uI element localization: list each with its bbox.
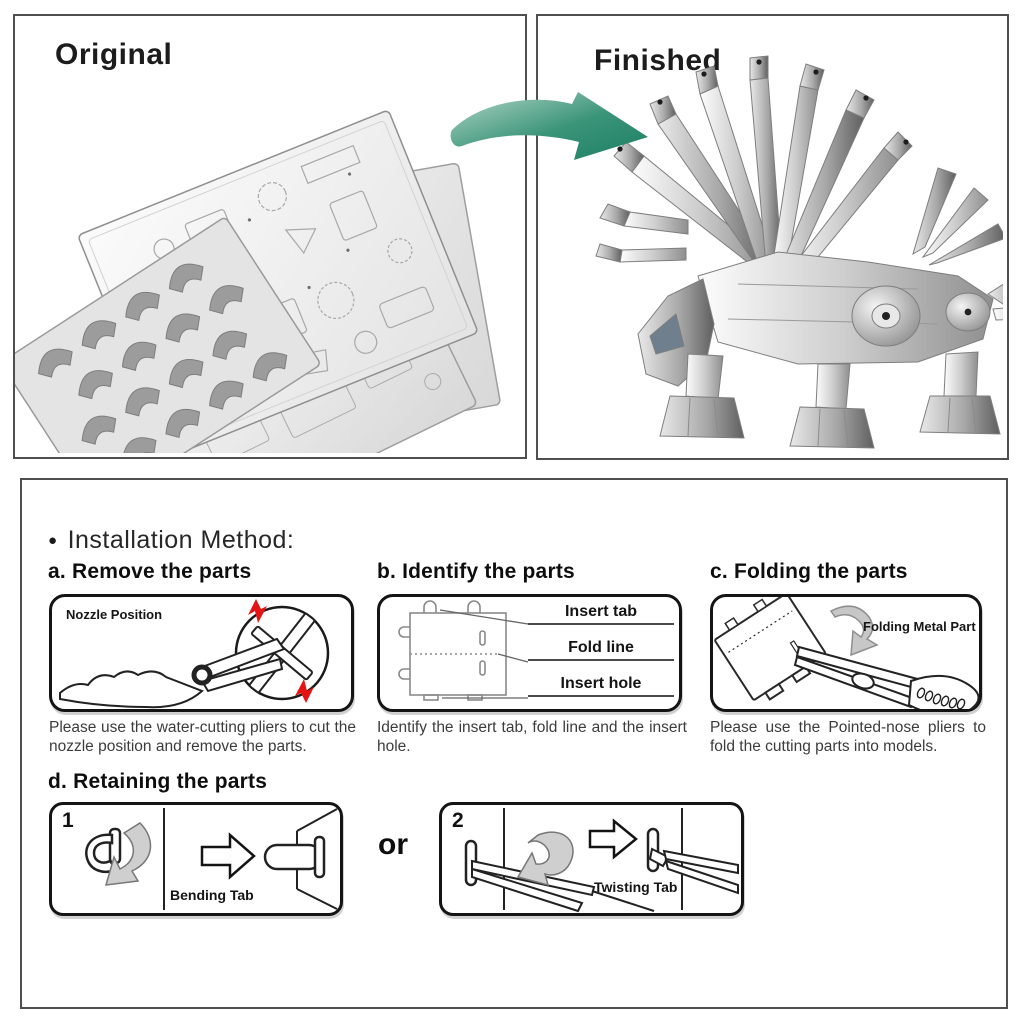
metal-part-outline — [398, 600, 507, 701]
metal-part-tilted — [714, 597, 827, 701]
part-anatomy-illustration — [398, 600, 529, 701]
cut-spark-icon — [248, 599, 314, 703]
folding-metal-part-label: Folding Metal Part — [863, 619, 976, 634]
pointed-nose-pliers — [793, 645, 979, 709]
twisting-tab-label: Twisting Tab — [594, 879, 678, 895]
section-b-diagram-box: Insert tab Fold line Insert hole — [377, 594, 682, 712]
insert-hole-label: Insert hole — [528, 675, 674, 697]
flattened-tab — [263, 835, 326, 879]
section-b-caption: Identify the insert tab, fold line and t… — [377, 719, 687, 756]
folding-parts-illustration — [714, 597, 979, 709]
or-label: or — [378, 828, 408, 861]
transform-arrow-icon — [450, 92, 648, 160]
original-title: Original — [55, 38, 173, 71]
remove-parts-illustration — [59, 599, 330, 709]
installation-heading-text: Installation Method: — [67, 526, 295, 554]
step-2-number: 2 — [452, 809, 464, 832]
twisted-tab-result — [646, 827, 739, 895]
finished-model-illustration — [595, 55, 1003, 449]
section-a-caption: Please use the water-cutting pliers to c… — [49, 719, 356, 756]
hand-and-pliers — [59, 637, 286, 709]
section-a-title: a. Remove the parts — [48, 560, 252, 583]
bend-direction-arrow-icon — [104, 822, 152, 886]
metal-sheets-illustration — [15, 110, 501, 453]
magnifier-circle — [234, 605, 330, 701]
result-arrow-icon — [200, 832, 256, 880]
fold-direction-arrow-icon — [829, 605, 879, 657]
section-b-title: b. Identify the parts — [377, 560, 575, 583]
bending-tab-label: Bending Tab — [170, 887, 254, 903]
bending-tab-illustration — [85, 808, 338, 910]
section-c-caption: Please use the Pointed-nose pliers to fo… — [710, 719, 986, 756]
twisting-tab-box: 2 Twisting Tab — [439, 802, 744, 916]
section-a-diagram-box: Nozzle Position — [49, 594, 354, 712]
fold-line-label: Fold line — [528, 639, 674, 661]
nozzle-position-label: Nozzle Position — [66, 607, 163, 622]
result-arrow-icon — [588, 818, 638, 860]
original-panel: Original — [13, 14, 527, 459]
finished-panel: Finished — [536, 14, 1009, 460]
twist-direction-arrow-icon — [516, 831, 574, 887]
twisting-tab-illustration — [464, 808, 739, 913]
step-1-number: 1 — [62, 809, 74, 832]
installation-heading: ● Installation Method: — [48, 526, 294, 555]
section-c-diagram-box: Folding Metal Part — [710, 594, 982, 712]
section-d-title: d. Retaining the parts — [48, 770, 268, 793]
metal-sheet-fan-parts — [15, 217, 320, 453]
bullet-icon: ● — [48, 532, 58, 549]
insert-tab-label: Insert tab — [528, 603, 674, 625]
bending-tab-box: 1 Bending Tab — [49, 802, 343, 916]
section-c-title: c. Folding the parts — [710, 560, 908, 583]
stegosaurus-model — [595, 55, 1003, 449]
leader-lines — [439, 609, 529, 699]
installation-panel: ● Installation Method: a. Remove the part… — [20, 478, 1008, 1009]
